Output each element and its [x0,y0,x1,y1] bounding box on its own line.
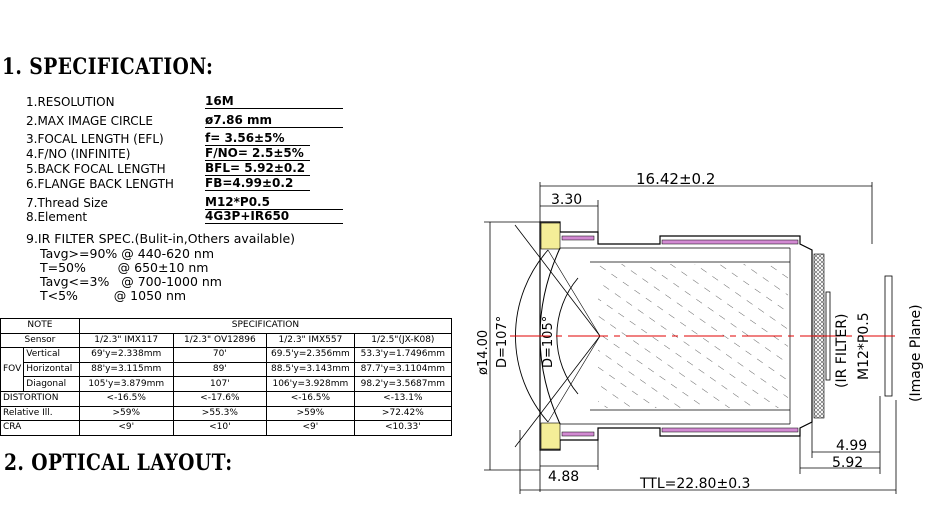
table-cell: 69.5'y=2.356mm [266,347,355,363]
table-cell: <10' [172,420,268,436]
table-cell: 107' [172,376,268,392]
table-row: CRA <9' <10' <9' <10.33' [0,420,453,436]
spec-label-thread: 7.Thread Size [26,196,108,210]
table-cell: <-16.5% [78,390,174,407]
table-cell: 106'y=3.928mm [266,376,355,392]
spec-value-resolution: 16M [205,94,343,109]
row-label-cra: CRA [0,420,80,436]
ir-filter-line: T<5% @ 1050 nm [40,288,187,303]
dim-ttl: TTL=22.80±0.3 [639,476,750,492]
table-row: Sensor 1/2.3" IMX117 1/2.3" OV12896 1/2.… [0,332,453,349]
image-plane-label: (Image Plane) [908,304,924,402]
table-cell: 88'y=3.115mm [78,361,174,378]
ir-filter-line: Tavg>=90% @ 440-620 nm [40,246,215,261]
spec-value-image-circle: ø7.86 mm [205,113,343,128]
table-cell: 69'y=2.338mm [78,347,174,363]
ir-filter-title: 9.IR FILTER SPEC.(Bulit-in,Others availa… [26,231,296,246]
sensor-cell: 1/2.5"(JX-K08) [353,332,453,349]
section2-title: 2. OPTICAL LAYOUT: [4,450,233,476]
dim-flange: 4.88 [548,469,579,485]
table-row: Horizontal 88'y=3.115mm 89' 88.5'y=3.143… [1,361,453,378]
ir-filter-line: Tavg<=3% @ 700-1000 nm [40,274,222,289]
table-cell: >72.42% [353,405,453,422]
dim-d107: D=107° [495,316,510,368]
table-row: DISTORTION <-16.5% <-17.6% <-16.5% <-13.… [0,390,453,407]
spec-label-bfl: 5.BACK FOCAL LENGTH [26,162,166,176]
dim-total-top: 16.42±0.2 [636,170,715,188]
ir-filter-label: (IR FILTER) [834,314,850,388]
fov-row-label: Horizontal [23,361,80,378]
dim-bfl: 5.92 [832,455,863,471]
table-cell: <9' [78,420,174,436]
spec-value-focal-length: f= 3.56±5% [205,131,310,146]
table-cell: 88.5'y=3.143mm [266,361,355,378]
table-cell: <-13.1% [353,390,453,407]
spec-value-thread: M12*P0.5 [205,195,343,210]
spec-label-focal-length: 3.FOCAL LENGTH (EFL) [26,132,164,146]
table-cell: 87.7'y=3.1104mm [353,361,453,378]
table-cell: >55.3% [172,405,268,422]
spec-label-element: 8.Element [26,210,88,224]
sensor-label: Sensor [0,332,80,349]
spec-value-flange: FB=4.99±0.2 [205,176,310,191]
sensor-cell: 1/2.3" OV12896 [172,332,268,349]
table-cell: <-16.5% [266,390,355,407]
table-cell: >59% [78,405,174,422]
note-header: NOTE [0,318,80,334]
spec-header: SPECIFICATION [78,318,453,334]
table-cell: <9' [266,420,355,436]
table-cell: 70' [172,347,268,363]
table-cell: >59% [266,405,355,422]
lens-drawing: 16.42±0.2 3.30 ø14.00 D=107° D=105° (IR … [476,170,924,494]
section1-title: 1. SPECIFICATION: [2,54,214,80]
spec-table: NOTE SPECIFICATION Sensor 1/2.3" IMX117 … [0,318,453,436]
sensor-cell: 1/2.3" IMX557 [266,332,355,349]
table-cell: 105'y=3.879mm [78,376,174,392]
dim-d105: D=105° [541,316,556,368]
dim-fb: 4.99 [836,438,867,454]
spec-label-image-circle: 2.MAX IMAGE CIRCLE [26,114,153,128]
ir-filter-line: T=50% @ 650±10 nm [40,260,209,275]
dim-front: 3.30 [551,192,582,208]
table-cell: 53.3'y=1.7496mm [353,347,453,363]
spec-label-fno: 4.F/NO (INFINITE) [26,147,131,161]
table-row: FOV Vertical 69'y=2.338mm 70' 69.5'y=2.3… [0,347,453,392]
fov-label: FOV [0,347,25,392]
row-label-distortion: DISTORTION [0,390,80,407]
spec-value-bfl: BFL= 5.92±0.2 [205,161,310,176]
table-cell: 89' [172,361,268,378]
row-label-relative-ill: Relative Ill. [0,405,80,422]
dim-diameter: ø14.00 [476,330,491,375]
spec-label-resolution: 1.RESOLUTION [26,95,115,109]
table-cell: 98.2'y=3.5687mm [353,376,453,392]
fov-row-label: Diagonal [23,376,80,392]
table-row: Relative Ill. >59% >55.3% >59% >72.42% [0,405,453,422]
thread-label: M12*P0.5 [856,312,872,380]
fov-row-label: Vertical [23,347,80,363]
table-row: Diagonal 105'y=3.879mm 107' 106'y=3.928m… [1,376,453,392]
spec-value-fno: F/NO= 2.5±5% [205,146,310,161]
table-cell: <-17.6% [172,390,268,407]
table-row: NOTE SPECIFICATION [0,318,453,334]
table-cell: <10.33' [353,420,453,436]
sensor-cell: 1/2.3" IMX117 [78,332,174,349]
spec-value-element: 4G3P+IR650 [205,209,343,224]
spec-label-flange: 6.FLANGE BACK LENGTH [26,177,174,191]
